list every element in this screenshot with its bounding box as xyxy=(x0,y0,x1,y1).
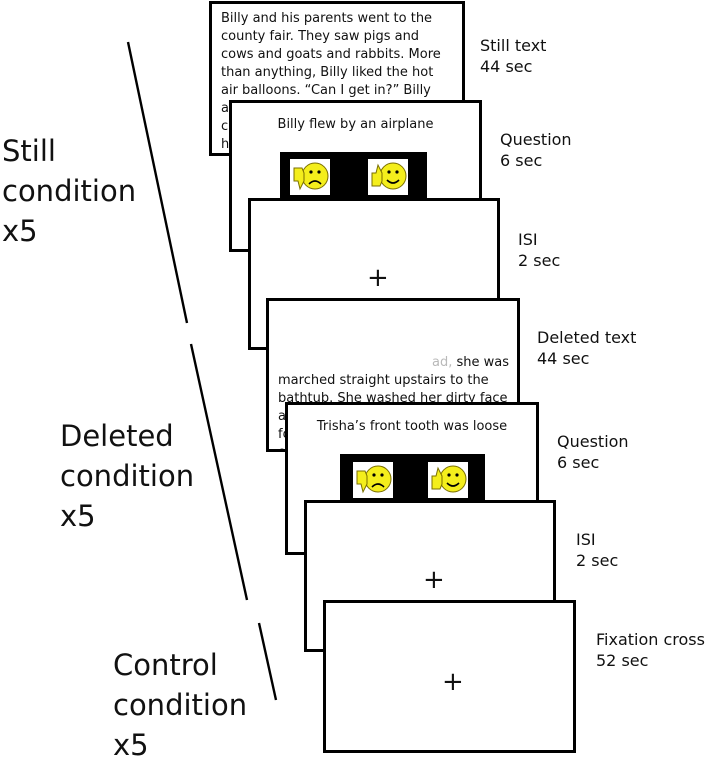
cond-line: x5 xyxy=(2,214,38,248)
label-duration: 2 sec xyxy=(518,251,561,270)
fixation-cross: + xyxy=(367,263,389,293)
fixation-cross: + xyxy=(442,667,464,697)
fixation-label: Fixation cross 52 sec xyxy=(596,629,705,671)
deleted-text-label: Deleted text 44 sec xyxy=(537,327,636,369)
label-duration: 6 sec xyxy=(557,453,600,472)
response-panel xyxy=(340,454,485,506)
cond-line: x5 xyxy=(113,728,149,762)
still-condition-label: Still condition x5 xyxy=(2,131,136,251)
cond-line: Still xyxy=(2,134,56,168)
question-1-label: Question 6 sec xyxy=(500,129,572,171)
divider-deleted xyxy=(189,343,249,601)
deleted-text-first-line: ad, she was xyxy=(278,354,509,372)
deleted-text-start: she was xyxy=(452,355,509,370)
fixation-cross: + xyxy=(423,565,445,595)
question-text: Trisha’s front tooth was loose xyxy=(316,419,508,434)
label-duration: 44 sec xyxy=(480,57,533,76)
control-condition-label: Control condition x5 xyxy=(113,645,247,765)
deleted-text-tail: of xyxy=(278,445,291,449)
question-text: Billy flew by an airplane xyxy=(277,117,434,132)
cond-line: condition xyxy=(60,459,195,493)
divider-still xyxy=(126,41,189,324)
deleted-condition-label: Deleted condition x5 xyxy=(60,416,194,536)
label-name: Question xyxy=(500,130,572,149)
question-2-label: Question 6 sec xyxy=(557,431,629,473)
faded-text: ad, xyxy=(431,355,453,370)
label-name: ISI xyxy=(576,530,596,549)
label-duration: 52 sec xyxy=(596,651,649,670)
cond-line: x5 xyxy=(60,499,96,533)
label-name: ISI xyxy=(518,230,538,249)
cond-line: Control xyxy=(113,648,218,682)
response-panel xyxy=(280,152,427,202)
label-duration: 44 sec xyxy=(537,349,590,368)
isi-1-label: ISI 2 sec xyxy=(518,229,560,271)
still-text-label: Still text 44 sec xyxy=(480,35,546,77)
fixation-slide: + xyxy=(323,600,576,753)
thumbs-up-happy-icon xyxy=(428,462,468,498)
label-name: Deleted text xyxy=(537,328,637,347)
isi-2-label: ISI 2 sec xyxy=(576,529,618,571)
thumbs-up-happy-icon xyxy=(368,159,408,195)
label-duration: 6 sec xyxy=(500,151,543,170)
label-name: Still text xyxy=(480,36,547,55)
label-name: Fixation cross xyxy=(596,630,705,649)
cond-line: condition xyxy=(113,688,248,722)
label-duration: 2 sec xyxy=(576,551,619,570)
thumbs-down-sad-icon xyxy=(353,462,393,498)
label-name: Question xyxy=(557,432,629,451)
divider-control xyxy=(257,622,278,701)
cond-line: condition xyxy=(2,174,137,208)
thumbs-down-sad-icon xyxy=(290,159,330,195)
cond-line: Deleted xyxy=(60,419,174,453)
